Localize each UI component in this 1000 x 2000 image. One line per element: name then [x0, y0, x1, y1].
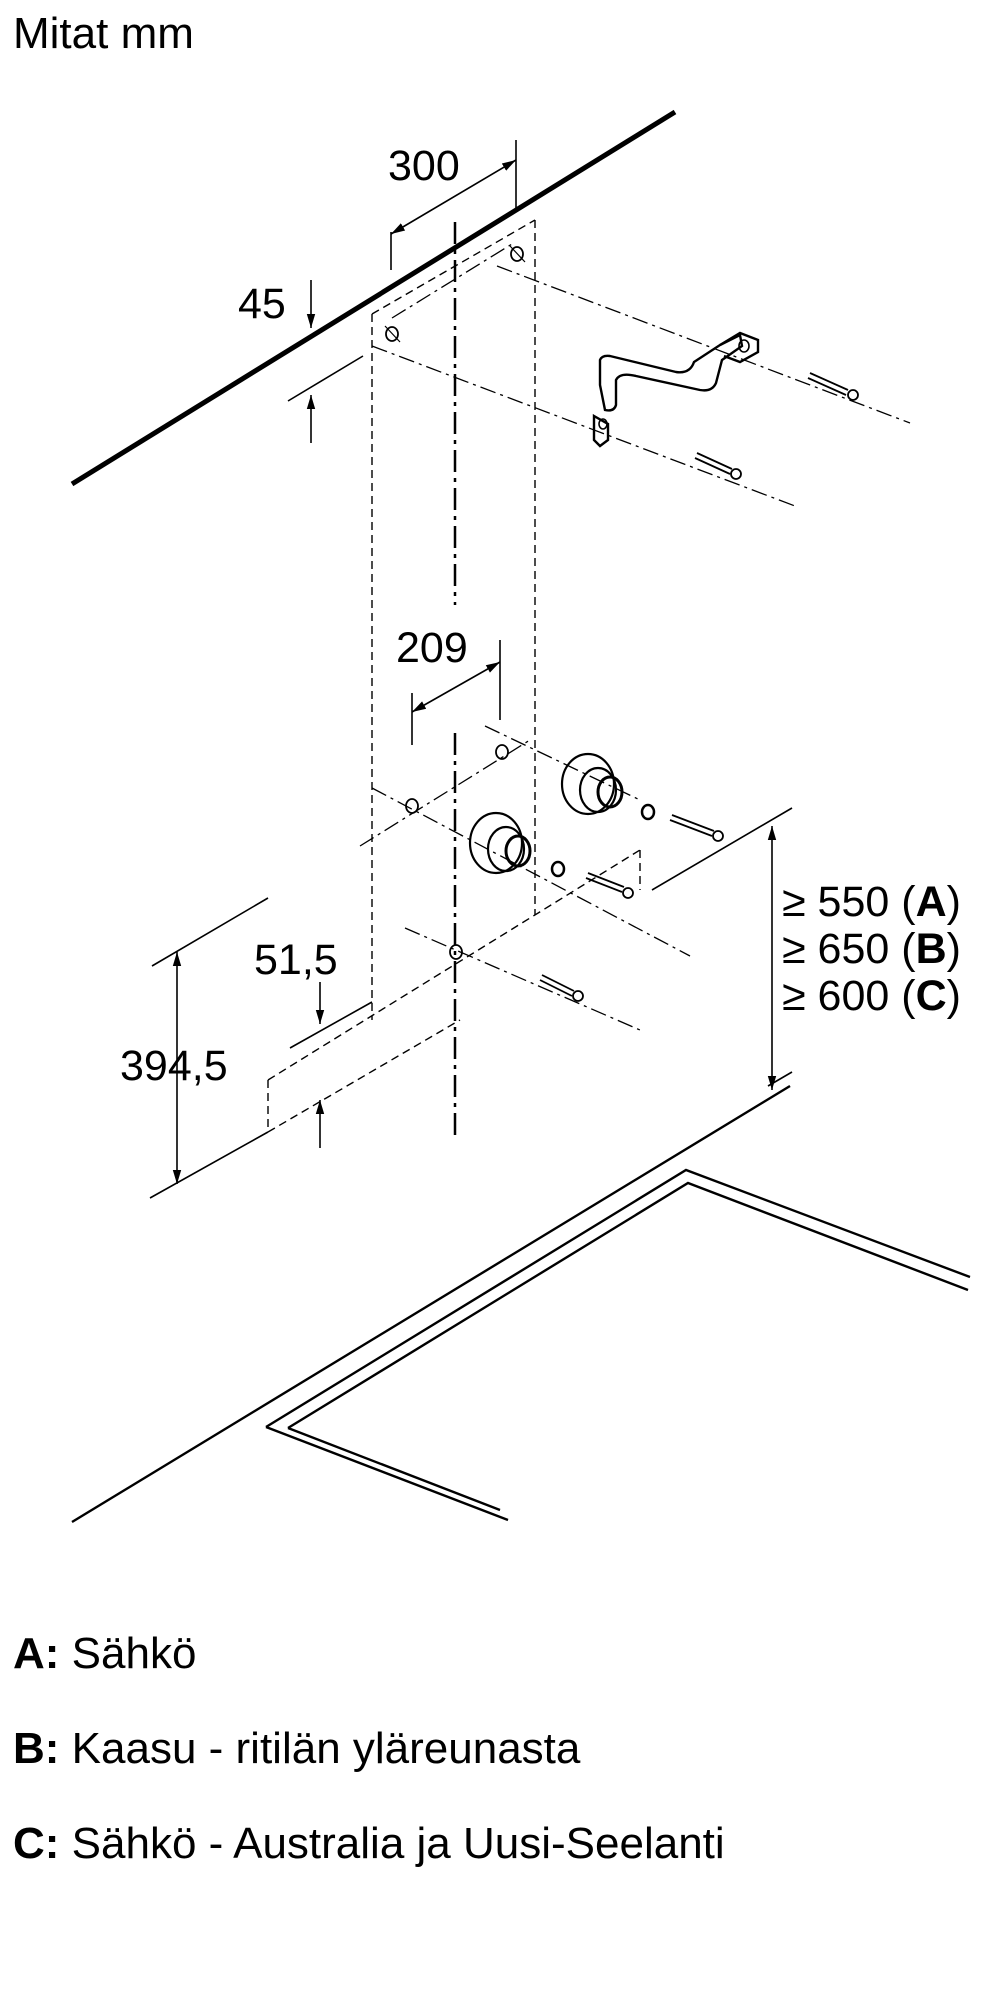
upper-holes [384, 245, 526, 343]
dimension-300-label: 300 [388, 142, 460, 190]
legend-key-b: B: [13, 1724, 60, 1773]
dimension-51-5-label: 51,5 [254, 936, 338, 984]
wall-bracket [592, 331, 760, 448]
legend-key-c: C: [13, 1819, 60, 1868]
legend-b: B: Kaasu - ritilän yläreunasta [13, 1723, 580, 1775]
dimension-51-5: 51,5 [254, 936, 373, 1148]
dimension-209: 209 [396, 624, 501, 745]
hood-outline [267, 849, 641, 1133]
lower-holes [405, 744, 509, 960]
wall-plug-lower [468, 811, 634, 899]
clearance-a: ≥ 550 (A) [782, 878, 961, 926]
legend-text-b: Kaasu - ritilän yläreunasta [71, 1724, 581, 1773]
dimension-45-label: 45 [238, 280, 286, 328]
clearance-dimension [651, 807, 793, 1090]
dimension-394-5-label: 394,5 [120, 1042, 228, 1090]
legend-text-c: Sähkö - Australia ja Uusi-Seelanti [71, 1819, 725, 1868]
clearance-b: ≥ 650 (B) [782, 925, 961, 973]
legend-c: C: Sähkö - Australia ja Uusi-Seelanti [13, 1818, 725, 1870]
dimension-209-label: 209 [396, 624, 468, 672]
cooktop [71, 1084, 971, 1524]
clearance-c: ≥ 600 (C) [782, 972, 961, 1020]
lower-center-lines [359, 725, 691, 1031]
installation-dimension-diagram: 300 45 [70, 109, 971, 1524]
screw-top-right [807, 372, 859, 401]
dimension-300: 300 [388, 140, 517, 270]
upper-center-lines [371, 243, 911, 507]
ceiling-line [70, 109, 677, 487]
screw-bottom [539, 974, 584, 1002]
legend-text-a: Sähkö [71, 1629, 197, 1678]
page-title: Mitat mm [13, 9, 194, 58]
dimension-45: 45 [238, 280, 364, 443]
dimension-394-5: 394,5 [120, 897, 269, 1199]
wall-plug-upper [560, 752, 724, 842]
screw-top-left [694, 452, 742, 480]
legend-a: A: Sähkö [13, 1628, 196, 1680]
legend-key-a: A: [13, 1629, 60, 1678]
chimney-outline [371, 219, 536, 1020]
